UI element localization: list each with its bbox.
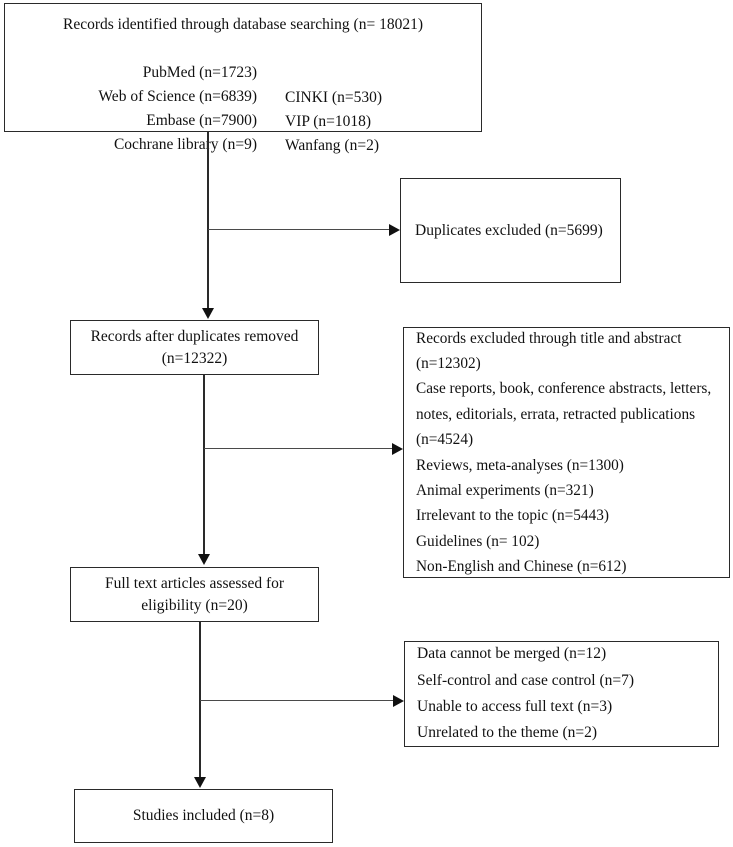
after-duplicates-line1: Records after duplicates removed [90,327,299,345]
excluded-line: Irrelevant to the topic (n=5443) [416,507,609,525]
box-records-after-duplicates-removed: Records after duplicates removed (n=1232… [70,320,319,375]
reason-line: Unable to access full text (n=3) [417,698,613,715]
source-left-label: Web of Science (n=6839) [98,88,257,106]
box-duplicates-excluded: Duplicates excluded (n=5699) [400,178,621,283]
source-left-label: Cochrane library (n=9) [113,136,257,154]
connector-horizontal-to-duplicates [208,229,390,231]
source-row-last: Cochrane library (n=9) [5,109,481,153]
reason-line: Unrelated to the theme (n=2) [417,724,598,742]
box-studies-included: Studies included (n=8) [74,789,333,843]
excluded-line: Non-English and Chinese (n=612) [416,558,627,576]
connector-vertical-identified-to-after-duplicates [207,132,209,309]
arrowhead-down-to-fulltext [198,554,210,565]
source-left-label: PubMed (n=1723) [142,64,257,82]
source-left-label: Embase (n=7900) [146,112,257,130]
reason-line: Data cannot be merged (n=12) [417,645,607,663]
connector-vertical-fulltext-to-included [199,622,201,778]
included-text: Studies included (n=8) [132,807,275,824]
source-right-label: CINKI (n=530) [285,88,382,106]
box-records-excluded: Records excluded through title and abstr… [403,327,730,578]
excluded-line: notes, editorials, errata, retracted pub… [416,405,696,423]
connector-horizontal-to-reasons-excluded [200,700,395,702]
fulltext-line1: Full text articles assessed for [104,574,285,592]
source-row: Web of Science (n=6839) VIP (n=1018) [5,61,481,129]
source-row: Embase (n=7900) Wanfang (n=2) [5,85,481,153]
excluded-line: Reviews, meta-analyses (n=1300) [416,456,624,474]
excluded-line: Case reports, book, conference abstracts… [416,380,712,398]
box-records-identified: Records identified through database sear… [4,3,482,154]
identified-header: Records identified through database sear… [63,16,423,33]
arrowhead-right-to-reasons-excluded [393,695,404,707]
excluded-line: Guidelines (n= 102) [416,532,540,550]
fulltext-line2: eligibility (n=20) [141,596,248,614]
excluded-line: (n=4524) [416,431,474,449]
arrowhead-down-to-after-duplicates [202,308,214,319]
arrowhead-down-to-included [194,777,206,788]
connector-horizontal-to-records-excluded [204,448,394,450]
excluded-line: Animal experiments (n=321) [416,481,594,499]
source-right-label: Wanfang (n=2) [285,136,379,154]
excluded-line: (n=12302) [416,354,481,372]
source-right-label: VIP (n=1018) [285,112,372,130]
arrowhead-right-to-duplicates [389,224,400,236]
after-duplicates-line2: (n=12322) [161,349,228,367]
box-reasons-excluded: Data cannot be merged (n=12) Self-contro… [404,641,719,747]
reason-line: Self-control and case control (n=7) [417,671,635,689]
arrowhead-right-to-records-excluded [392,443,403,455]
duplicates-excluded-text: Duplicates excluded (n=5699) [415,221,603,239]
connector-vertical-after-duplicates-to-fulltext [203,375,205,555]
source-row: PubMed (n=1723) CINKI (n=530) [5,37,481,105]
box-full-text-assessed: Full text articles assessed for eligibil… [70,567,319,622]
excluded-line: Records excluded through title and abstr… [416,329,682,347]
